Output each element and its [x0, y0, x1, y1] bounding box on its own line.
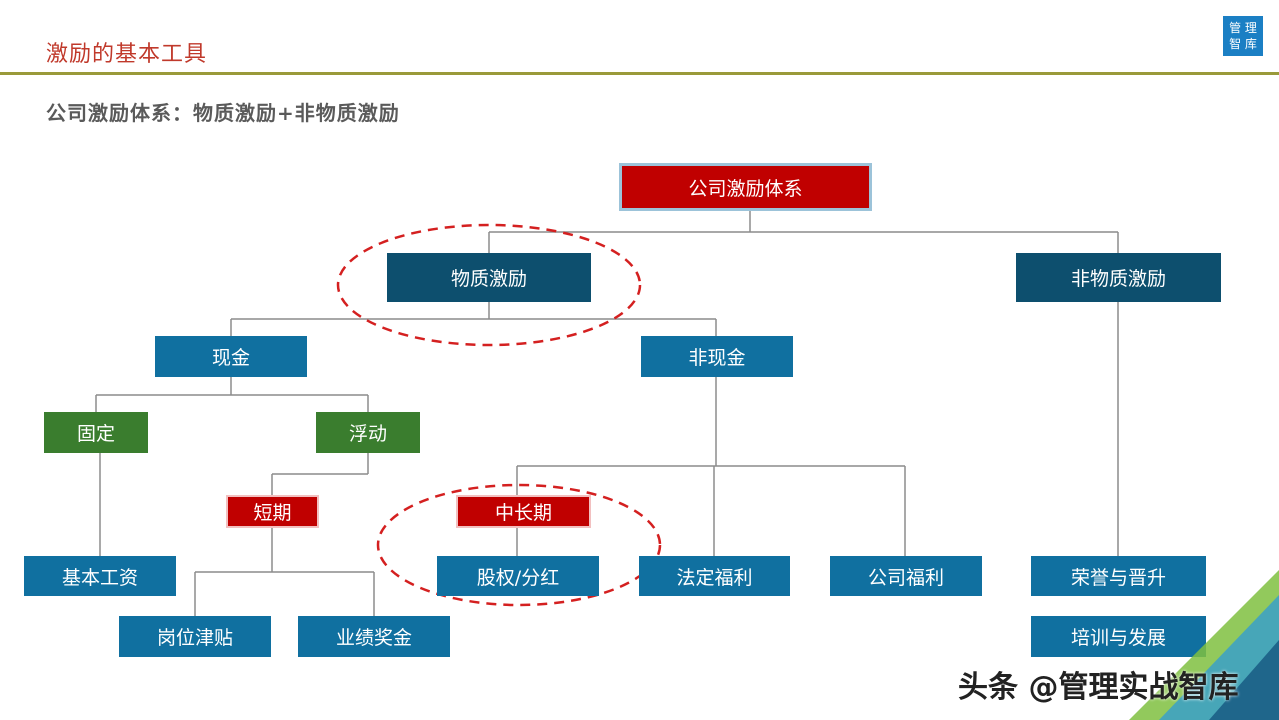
watermark-text: 头条 @管理实战智库	[958, 670, 1239, 705]
corner-decoration	[1129, 570, 1279, 720]
node-fixed: 固定	[44, 412, 148, 453]
node-statutory-benefits: 法定福利	[639, 556, 790, 596]
slide-subtitle: 公司激励体系：物质激励+非物质激励	[46, 101, 400, 125]
node-training-development: 培训与发展	[1031, 616, 1206, 657]
node-noncash: 非现金	[641, 336, 793, 377]
node-company-benefits: 公司福利	[830, 556, 982, 596]
node-mid-long-term: 中长期	[456, 495, 591, 528]
node-position-allowance: 岗位津贴	[119, 616, 271, 657]
node-performance-bonus: 业绩奖金	[298, 616, 450, 657]
node-honor-promotion: 荣誉与晋升	[1031, 556, 1206, 596]
node-equity-dividend: 股权/分红	[437, 556, 599, 596]
node-floating: 浮动	[316, 412, 420, 453]
node-material-incentive: 物质激励	[387, 253, 591, 302]
slide-title: 激励的基本工具	[46, 42, 208, 67]
node-nonmaterial-incentive: 非物质激励	[1016, 253, 1221, 302]
node-cash: 现金	[155, 336, 307, 377]
node-short-term: 短期	[226, 495, 319, 528]
logo-line-1: 管 理	[1229, 21, 1257, 35]
node-base-salary: 基本工资	[24, 556, 176, 596]
title-divider	[0, 72, 1279, 75]
logo-line-2: 智 库	[1229, 37, 1257, 51]
brand-logo: 管 理 智 库	[1223, 16, 1263, 56]
node-company-incentive-system: 公司激励体系	[619, 163, 872, 211]
